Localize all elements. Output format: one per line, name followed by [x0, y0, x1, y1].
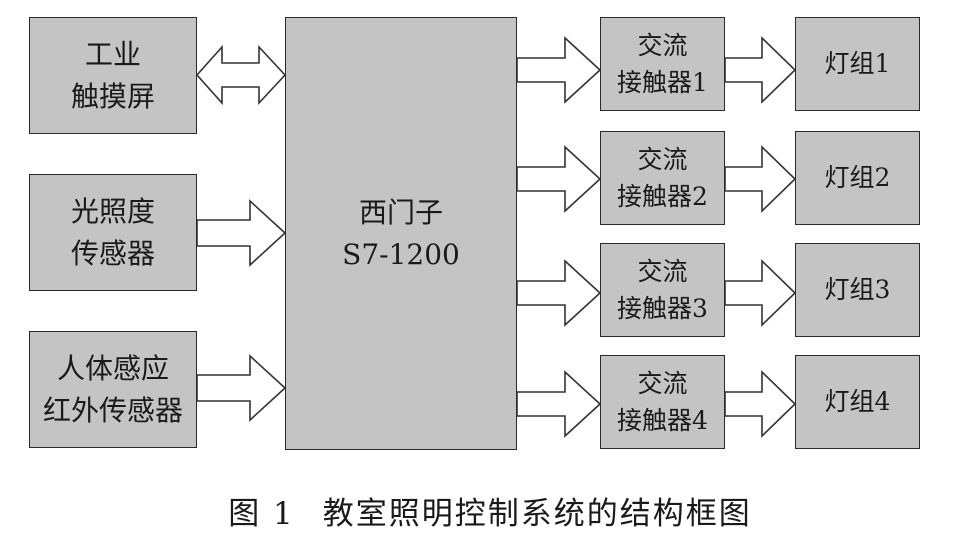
arrow-contactor-1-to-lamp-1: [724, 36, 797, 104]
arrow-pir-sensor-to-plc: [196, 354, 287, 422]
arrow-light-sensor-to-plc: [196, 199, 287, 267]
contactor-1-label-line1: 交流: [637, 30, 688, 60]
lamp-group-2-label: 灯组2: [824, 163, 891, 193]
lamp-group-box-2: 灯组2: [795, 131, 920, 225]
touchscreen-label-line2: 触摸屏: [70, 79, 155, 113]
lamp-group-3-label: 灯组3: [824, 275, 891, 305]
arrow-plc-to-contactor-2: [516, 145, 602, 213]
contactor-box-1: 交流 接触器1: [600, 17, 725, 111]
touchscreen-box: 工业 触摸屏: [29, 17, 197, 134]
light-sensor-label-line1: 光照度: [70, 194, 155, 228]
plc-box: 西门子 S7-1200: [285, 17, 517, 450]
pir-sensor-label-line1: 人体感应: [56, 351, 169, 385]
bidirectional-arrow-touchscreen-plc: [195, 44, 287, 106]
lamp-group-box-3: 灯组3: [795, 243, 920, 337]
contactor-4-label-line2: 接触器4: [617, 406, 708, 435]
arrow-contactor-4-to-lamp-4: [724, 370, 797, 438]
contactor-2-label-line1: 交流: [637, 144, 688, 174]
plc-label-line1: 西门子: [358, 195, 443, 229]
touchscreen-label-line1: 工业: [84, 37, 141, 71]
light-sensor-label-line2: 传感器: [70, 236, 155, 270]
arrow-plc-to-contactor-3: [516, 259, 602, 327]
arrow-contactor-2-to-lamp-2: [724, 145, 797, 213]
arrow-contactor-3-to-lamp-3: [724, 259, 797, 327]
contactor-3-label-line2: 接触器3: [617, 294, 708, 323]
figure-title: 教室照明控制系统的结构框图: [322, 496, 752, 532]
light-sensor-box: 光照度 传感器: [29, 174, 197, 291]
plc-label-line2: S7-1200: [342, 237, 460, 271]
contactor-2-label-line2: 接触器2: [617, 182, 708, 211]
pir-sensor-box: 人体感应 红外传感器: [29, 331, 197, 448]
lamp-group-box-1: 灯组1: [795, 17, 920, 111]
contactor-box-3: 交流 接触器3: [600, 243, 725, 337]
pir-sensor-label-line2: 红外传感器: [42, 393, 183, 427]
contactor-1-label-line2: 接触器1: [617, 68, 708, 97]
arrow-plc-to-contactor-4: [516, 370, 602, 438]
lamp-group-4-label: 灯组4: [824, 387, 891, 417]
contactor-4-label-line1: 交流: [637, 368, 688, 398]
lamp-group-box-4: 灯组4: [795, 355, 920, 449]
contactor-box-2: 交流 接触器2: [600, 131, 725, 225]
arrow-plc-to-contactor-1: [516, 36, 602, 104]
figure-caption: 图 1 教室照明控制系统的结构框图: [0, 488, 980, 533]
contactor-3-label-line1: 交流: [637, 256, 688, 286]
lamp-group-1-label: 灯组1: [824, 49, 891, 79]
figure-number: 图 1: [228, 496, 295, 532]
contactor-box-4: 交流 接触器4: [600, 355, 725, 449]
